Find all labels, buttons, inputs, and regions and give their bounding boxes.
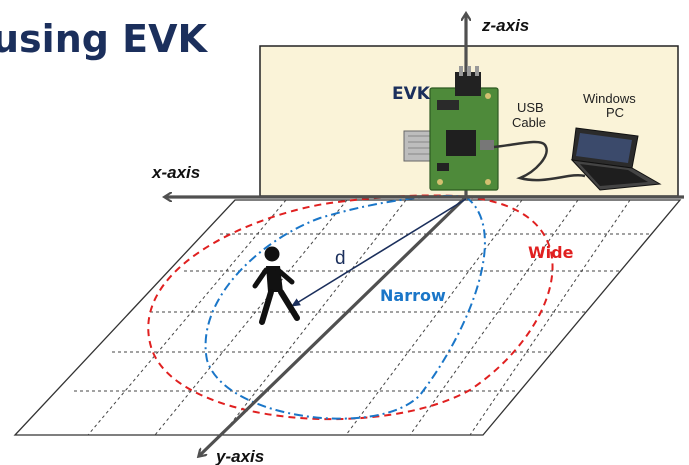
y-axis-arrow	[199, 195, 468, 456]
wide-range-boundary	[147, 194, 554, 421]
z-axis-label: z-axis	[481, 16, 529, 35]
narrow-range-label: Narrow	[380, 286, 446, 305]
x-axis-label: x-axis	[151, 163, 200, 182]
wide-range-label: Wide	[528, 243, 574, 262]
distance-label: d	[335, 248, 346, 269]
laptop-icon	[570, 127, 662, 191]
floor-grid	[13, 199, 682, 436]
cable-label-line1: USB	[517, 100, 544, 115]
cable-label-line2: Cable	[512, 115, 546, 130]
evk-board-icon	[403, 66, 499, 191]
y-axis-label: y-axis	[215, 447, 264, 465]
evk-label: EVK	[392, 84, 431, 104]
pc-label-line2: PC	[606, 105, 624, 120]
usb-cable-icon	[493, 140, 586, 182]
page-title: using EVK	[0, 17, 209, 61]
walking-person-icon	[252, 246, 300, 325]
pc-label-line1: Windows	[583, 91, 636, 106]
distance-arrow	[291, 198, 467, 307]
narrow-range-boundary	[204, 194, 486, 420]
